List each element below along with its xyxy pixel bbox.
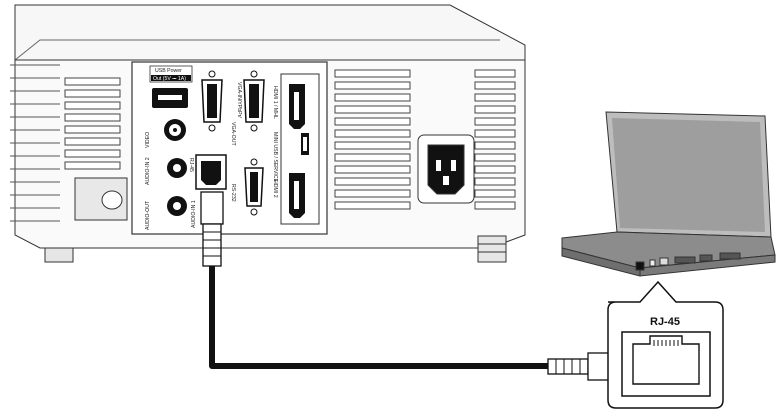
cable-plug-top: [200, 191, 224, 225]
vga-out-label: VGA-OUT: [230, 122, 236, 146]
usb-power-label: USB Power: [155, 68, 182, 74]
hdmi1-label: HDMI 1 / MHL: [272, 86, 278, 119]
projector-foot-left: [44, 247, 74, 263]
audio-in1-label: AUDIO-IN 1: [191, 200, 197, 228]
video-rca-port: [164, 119, 186, 141]
audio-out-jack: [167, 196, 187, 216]
rs232-port: [244, 158, 264, 216]
audio-in2-label: AUDIO-IN 2: [145, 157, 151, 185]
mini-usb-label: MINI USB / SERVICE: [272, 132, 278, 183]
right-grille: [334, 69, 516, 210]
callout-rj45-label: RJ-45: [650, 316, 680, 328]
mini-usb-port: [301, 133, 309, 155]
video-label: VIDEO: [145, 132, 151, 148]
usb-out-label: Out (5V ⎓ 1A): [153, 76, 186, 82]
rj45-jack-icon: [621, 331, 711, 397]
rs232-label: RS-232: [230, 184, 236, 202]
audio-out-label: AUDIO-OUT: [145, 200, 151, 230]
rj45-callout: RJ-45: [607, 280, 724, 409]
hdmi2-port: [289, 173, 305, 218]
hdmi2-label: HDMI 2: [272, 180, 278, 198]
audio-in2-jack: [167, 158, 187, 178]
io-panel: USB Power Out (5V ⎓ 1A) VIDEO AUDIO-IN 2…: [131, 61, 328, 235]
projector-foot-right: [477, 235, 507, 263]
vga-in-port: [243, 70, 265, 132]
left-grille: [64, 77, 121, 170]
vga-in-label: VGA-IN/YPbPr/: [236, 82, 242, 118]
rj45-port-label: RJ-45: [188, 158, 194, 172]
vga-out-port: [201, 70, 223, 132]
power-inlet: [417, 134, 475, 204]
laptop-rj45-port: [635, 261, 645, 271]
laptop: [561, 111, 776, 277]
left-vent-ribs: [10, 64, 60, 222]
projector-rj45-port: [195, 154, 227, 190]
hdmi1-port: [289, 84, 305, 129]
